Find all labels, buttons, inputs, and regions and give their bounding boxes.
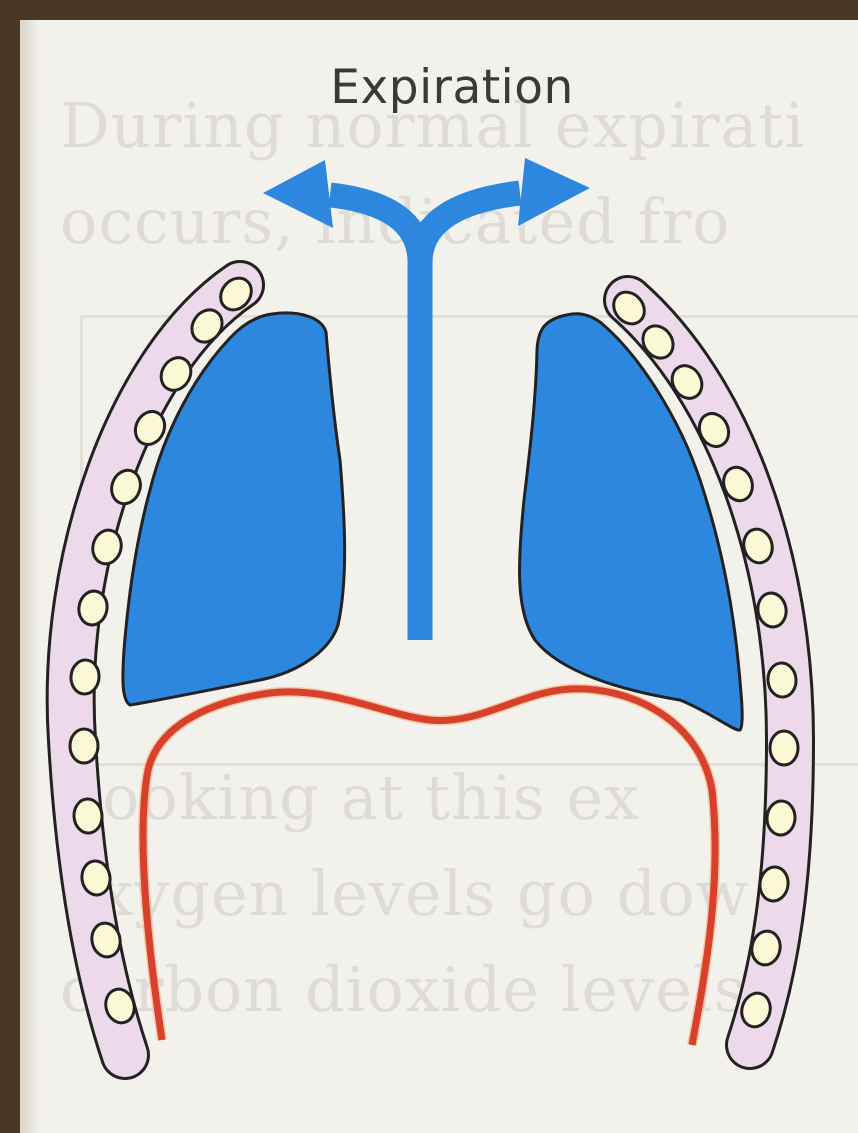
- rib-bone: [770, 731, 798, 765]
- airflow-right-arrowhead: [518, 158, 590, 226]
- rib-bone: [73, 798, 103, 834]
- rib-bone: [70, 729, 98, 763]
- airflow-left-arrowhead: [263, 160, 333, 228]
- rib-bone: [766, 800, 796, 836]
- rib-bone: [70, 659, 101, 695]
- diaphragm-glow: [143, 689, 715, 1045]
- diaphragm: [143, 689, 715, 1045]
- rib-bone: [767, 662, 798, 698]
- airflow-right-branch: [420, 193, 520, 262]
